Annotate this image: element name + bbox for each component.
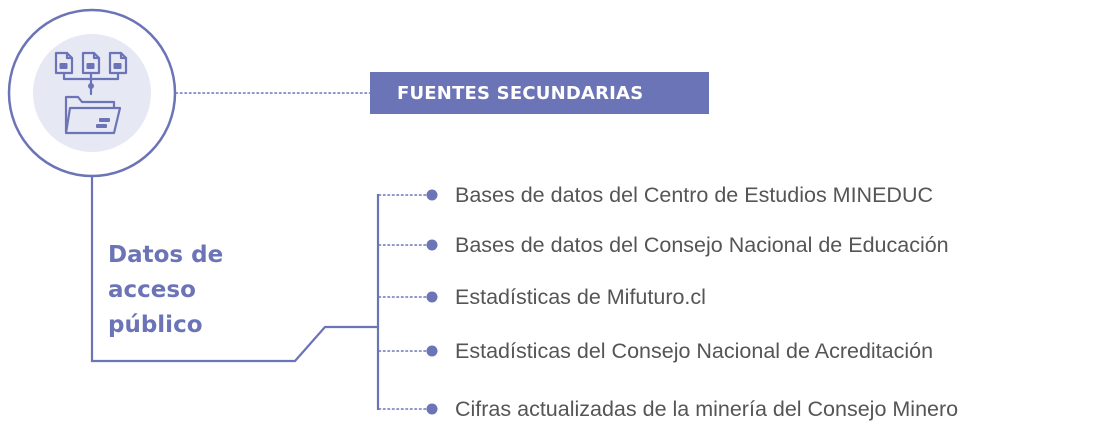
source-item: Bases de datos del Consejo Nacional de E… [455, 233, 949, 257]
heading-label: FUENTES SECUNDARIAS [397, 82, 644, 104]
source-bullet [426, 291, 438, 303]
source-item: Estadísticas del Consejo Nacional de Acr… [455, 339, 934, 363]
source-item: Bases de datos del Centro de Estudios MI… [455, 183, 934, 207]
category-bracket [90, 176, 378, 363]
source-item: Estadísticas de Mifuturo.cl [455, 285, 706, 309]
source-branches [378, 189, 438, 415]
source-bullet [426, 189, 438, 201]
source-bullet [426, 403, 438, 415]
category-title: Datos de acceso público [108, 238, 308, 343]
category-title-line: Datos de [108, 242, 224, 268]
heading-box: FUENTES SECUNDARIAS [370, 72, 709, 114]
documents-into-folder-icon [54, 51, 128, 135]
category-title-line: público [108, 312, 203, 338]
source-bullet [426, 345, 438, 357]
source-item: Cifras actualizadas de la minería del Co… [455, 397, 959, 421]
category-title-line: acceso [108, 277, 196, 303]
source-bullet [426, 239, 438, 251]
